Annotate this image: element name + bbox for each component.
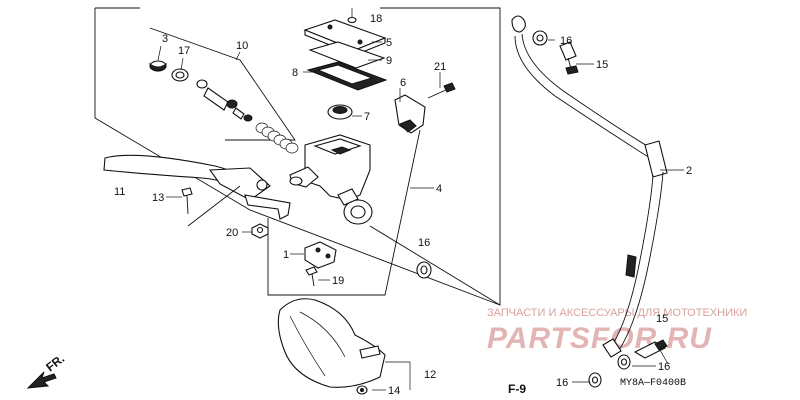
callout-12: 12 [424, 369, 436, 381]
part-15-bolt-upper [559, 41, 579, 75]
watermark-line1: ЗАПЧАСТИ И АКСЕССУАРЫ ДЛЯ МОТОТЕХНИКИ [487, 307, 747, 319]
part-2-brake-hose [511, 15, 668, 358]
callout-6: 6 [400, 77, 406, 89]
callout-15-lower: 15 [656, 313, 668, 325]
part-21-bolt [427, 82, 456, 99]
callout-17: 17 [178, 45, 190, 57]
callout-10: 10 [236, 40, 248, 52]
callout-11: 11 [114, 186, 125, 198]
callout-16-hose-top: 16 [560, 35, 572, 47]
part-13-bolt [181, 187, 193, 215]
callout-21: 21 [434, 61, 446, 73]
assembly-outline [94, 7, 501, 306]
part-16-washer-hose-top [532, 30, 548, 46]
part-9-plate [308, 41, 386, 69]
direction-label: FR. [43, 351, 67, 374]
callout-5: 5 [386, 37, 392, 49]
part-5-reservoir-cap [303, 19, 387, 56]
figure-id: F-9 [508, 382, 526, 396]
callout-labels: 3 17 10 18 5 9 8 6 21 7 4 2 16 15 11 13 … [114, 13, 692, 397]
diagram-code: MY8A—F0400B [620, 378, 686, 389]
subassembly-outline [267, 129, 421, 296]
part-20-nut [251, 223, 269, 239]
callout-3: 3 [162, 33, 168, 45]
watermark-line2: PARTSFOR.RU [487, 322, 712, 355]
leader-lever-pivot [187, 185, 241, 227]
part-18-screw [347, 8, 357, 24]
part-4-master-cylinder [289, 134, 373, 225]
part-16-washer-lower-b [588, 372, 602, 388]
callout-16-banjo: 16 [418, 237, 430, 249]
callout-14: 14 [388, 385, 400, 397]
callout-1: 1 [283, 249, 289, 261]
callout-8: 8 [292, 67, 298, 79]
callout-4: 4 [436, 183, 442, 195]
callout-9: 9 [386, 55, 392, 67]
watermark: ЗАПЧАСТИ И АКСЕССУАРЫ ДЛЯ МОТОТЕХНИКИ PA… [487, 307, 747, 355]
part-12-knuckle-guard [277, 298, 386, 388]
part-16-washer-upper [416, 261, 432, 279]
callout-19: 19 [332, 275, 344, 287]
front-direction-arrow: FR. [26, 351, 67, 389]
piston-kit-outline [149, 27, 296, 141]
callout-15-upper: 15 [596, 59, 608, 71]
part-8-diaphragm [306, 61, 388, 91]
piston-assembly [196, 79, 299, 154]
part-7-float [327, 104, 353, 120]
callout-16-lower-left: 16 [556, 377, 568, 389]
part-15-bolt-lower [633, 339, 668, 359]
callout-2: 2 [686, 165, 692, 177]
callout-13: 13 [152, 192, 164, 204]
part-6-switch [394, 94, 426, 134]
callout-16-lower-right: 16 [658, 361, 670, 373]
part-3-boot [149, 60, 167, 72]
part-19-screw [305, 266, 318, 287]
part-16-washer-lower-a [617, 354, 631, 370]
callout-18: 18 [370, 13, 382, 25]
leader-lines [157, 39, 684, 391]
part-1-brake-switch [304, 241, 337, 269]
part-17-circlip [171, 68, 189, 82]
part-11-lever [103, 154, 291, 220]
callout-20: 20 [226, 227, 238, 239]
leader-banjo [369, 225, 501, 306]
callout-7: 7 [364, 111, 370, 123]
part-14-screw [356, 385, 368, 395]
